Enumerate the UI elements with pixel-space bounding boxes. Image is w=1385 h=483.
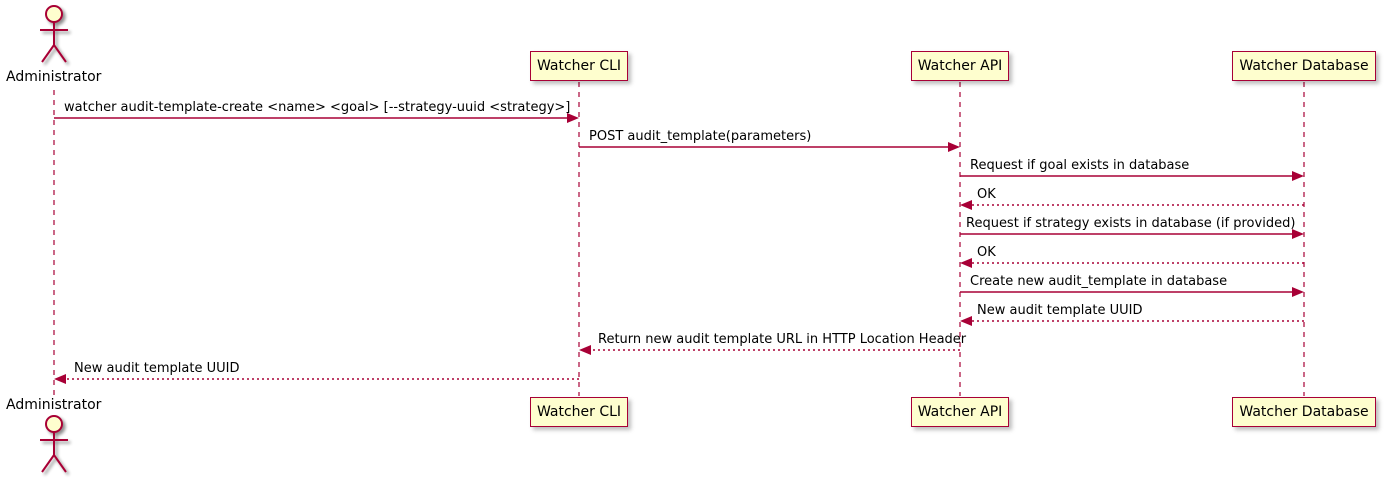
participant-box-watcher-database-top[interactable]: Watcher Database xyxy=(1232,51,1376,81)
message-arrow-4 xyxy=(960,200,1304,210)
participant-box-watcher-cli-top[interactable]: Watcher CLI xyxy=(530,51,628,81)
message-label-6: OK xyxy=(977,245,996,260)
participant-box-watcher-api-bottom[interactable]: Watcher API xyxy=(911,397,1009,427)
message-label-10: New audit template UUID xyxy=(74,361,240,376)
participant-box-watcher-cli-bottom[interactable]: Watcher CLI xyxy=(530,397,628,427)
message-label-1: watcher audit-template-create <name> <go… xyxy=(64,100,571,115)
message-arrow-5 xyxy=(960,229,1304,239)
message-arrow-6 xyxy=(960,258,1304,268)
participant-box-watcher-api-top[interactable]: Watcher API xyxy=(911,51,1009,81)
actor-label-administrator-top: Administrator xyxy=(6,69,102,85)
message-arrow-8 xyxy=(960,316,1304,326)
actor-administrator-bottom xyxy=(40,415,68,473)
message-arrow-1 xyxy=(54,113,579,123)
message-arrow-2 xyxy=(579,142,960,152)
message-label-2: POST audit_template(parameters) xyxy=(589,129,812,144)
message-arrow-10 xyxy=(54,374,579,384)
message-label-5: Request if strategy exists in database (… xyxy=(966,216,1296,231)
message-arrow-7 xyxy=(960,287,1304,297)
message-arrows xyxy=(54,113,1304,384)
message-arrow-9 xyxy=(579,345,960,355)
message-label-4: OK xyxy=(977,187,996,202)
lifelines xyxy=(53,82,1305,396)
message-label-7: Create new audit_template in database xyxy=(970,274,1228,289)
participant-box-watcher-database-bottom[interactable]: Watcher Database xyxy=(1232,397,1376,427)
message-arrow-3 xyxy=(960,171,1304,181)
message-label-3: Request if goal exists in database xyxy=(970,158,1190,173)
actor-label-administrator-bottom: Administrator xyxy=(6,397,102,413)
message-label-8: New audit template UUID xyxy=(977,303,1143,318)
message-label-9: Return new audit template URL in HTTP Lo… xyxy=(598,332,967,347)
actor-administrator-top xyxy=(40,5,68,63)
